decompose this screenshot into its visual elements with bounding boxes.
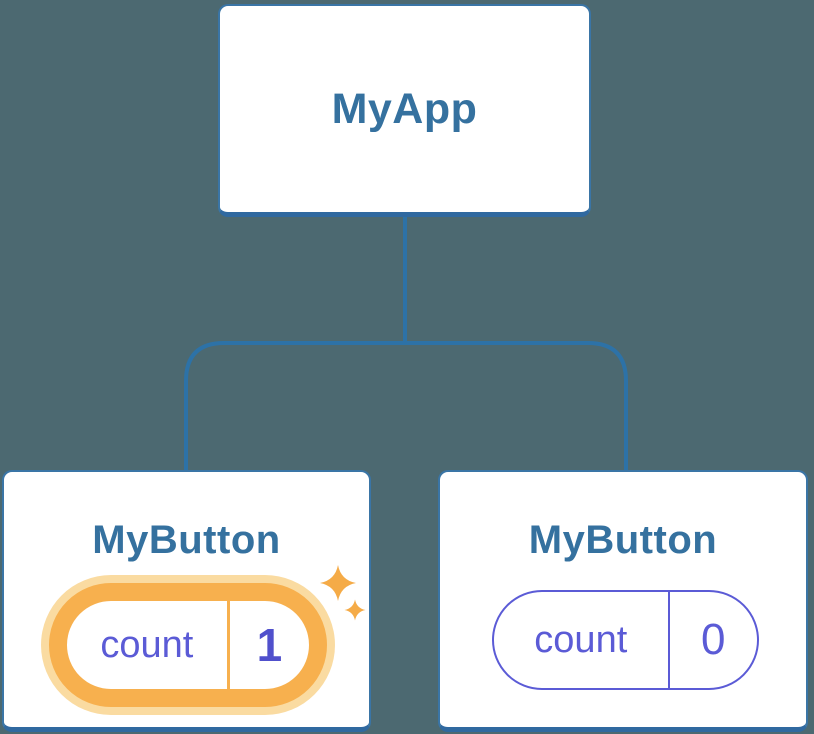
component-node-root: MyApp <box>218 4 591 217</box>
component-label-button-right: MyButton <box>528 518 718 562</box>
state-value-label: 1 <box>256 619 283 671</box>
connector-branch <box>184 341 628 471</box>
state-value-cell: 1 <box>226 601 309 689</box>
state-key-label: count <box>534 618 628 661</box>
state-pill-highlighted: count 1 <box>49 583 327 707</box>
sparkle-star-large <box>320 565 356 601</box>
state-pill-plain: count 0 <box>492 590 759 690</box>
state-key-label: count <box>100 623 194 666</box>
state-key-cell: count <box>494 592 668 688</box>
component-node-button-left: MyButton count 1 <box>2 470 371 732</box>
sparkle-star-small <box>344 599 366 621</box>
sparkle-icon <box>320 565 366 621</box>
component-label-button-left: MyButton <box>92 518 281 562</box>
component-node-button-right: MyButton count 0 <box>438 470 808 732</box>
state-value-cell: 0 <box>667 592 757 688</box>
component-label-root: MyApp <box>331 84 478 133</box>
state-key-cell: count <box>67 601 227 689</box>
state-value-label: 0 <box>701 615 726 664</box>
